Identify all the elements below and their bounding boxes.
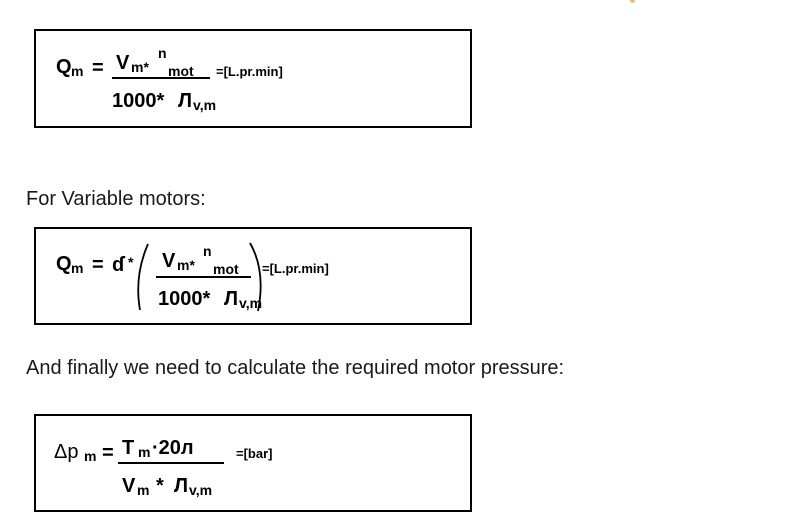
flow-subscript-m: m (71, 260, 84, 276)
formula-box-variable-motor-flow: Q m = ɗ * V m* n mot 1000* Л v,m =[L.pr.… (34, 227, 472, 325)
denominator-displacement-subscript: m (137, 482, 150, 498)
numerator-subscript: m* (177, 257, 195, 273)
right-parenthesis (249, 242, 262, 312)
unit-label: =[L.pr.min] (216, 64, 283, 79)
numerator-torque-t: T (122, 437, 135, 459)
denominator-efficiency-eta: Л (178, 90, 193, 112)
equals-sign: = (92, 57, 104, 79)
numerator-displacement-v: V (116, 52, 130, 74)
denominator-efficiency-subscript: v,m (239, 295, 263, 311)
numerator-displacement-v: V (162, 250, 176, 272)
denominator-multiply: * (156, 475, 164, 497)
flow-subscript-m: m (71, 63, 84, 79)
unit-label: =[L.pr.min] (262, 261, 329, 276)
flow-symbol-q: Q (56, 56, 72, 78)
denominator-efficiency-subscript: v,m (189, 482, 213, 498)
formula-box-motor-pressure: Δp m = T m ·20л =[bar] V m * Л v,m (34, 414, 472, 512)
left-parenthesis (137, 243, 149, 311)
corner-dot-decoration (630, 0, 635, 3)
numerator-constant: ·20л (152, 437, 194, 459)
denominator-displacement-v: V (122, 475, 136, 497)
equals-sign: = (92, 254, 104, 276)
equals-sign: = (102, 442, 114, 464)
denominator-efficiency-eta: Л (174, 475, 189, 497)
fraction-bar (118, 462, 224, 464)
multiply-sign: * (128, 254, 134, 270)
fraction-bar (156, 276, 251, 278)
formula-box-fixed-motor-flow: Q m = V m* n mot =[L.pr.min] 1000* Л v,m (34, 29, 472, 128)
numerator-speed-n: n (158, 45, 167, 61)
caption-motor-pressure: And finally we need to calculate the req… (26, 357, 565, 379)
numerator-mot-subscript: mot (168, 63, 194, 79)
denominator-efficiency-eta: Л (224, 288, 239, 310)
pressure-symbol-delta-p: Δp (54, 441, 79, 463)
denominator-efficiency-subscript: v,m (193, 97, 217, 113)
denominator-constant: 1000* (112, 90, 165, 112)
pressure-subscript-m: m (84, 448, 97, 464)
flow-symbol-q: Q (56, 253, 72, 275)
numerator-speed-n: n (203, 243, 212, 259)
fraction-bar (112, 77, 210, 79)
numerator-torque-subscript: m (138, 444, 151, 460)
numerator-mot-subscript: mot (213, 261, 239, 277)
unit-label: =[bar] (236, 446, 273, 461)
numerator-subscript: m* (131, 59, 149, 75)
caption-variable-motors: For Variable motors: (26, 188, 206, 210)
denominator-constant: 1000* (158, 288, 211, 310)
displacement-ratio-alpha: ɗ (112, 254, 125, 276)
